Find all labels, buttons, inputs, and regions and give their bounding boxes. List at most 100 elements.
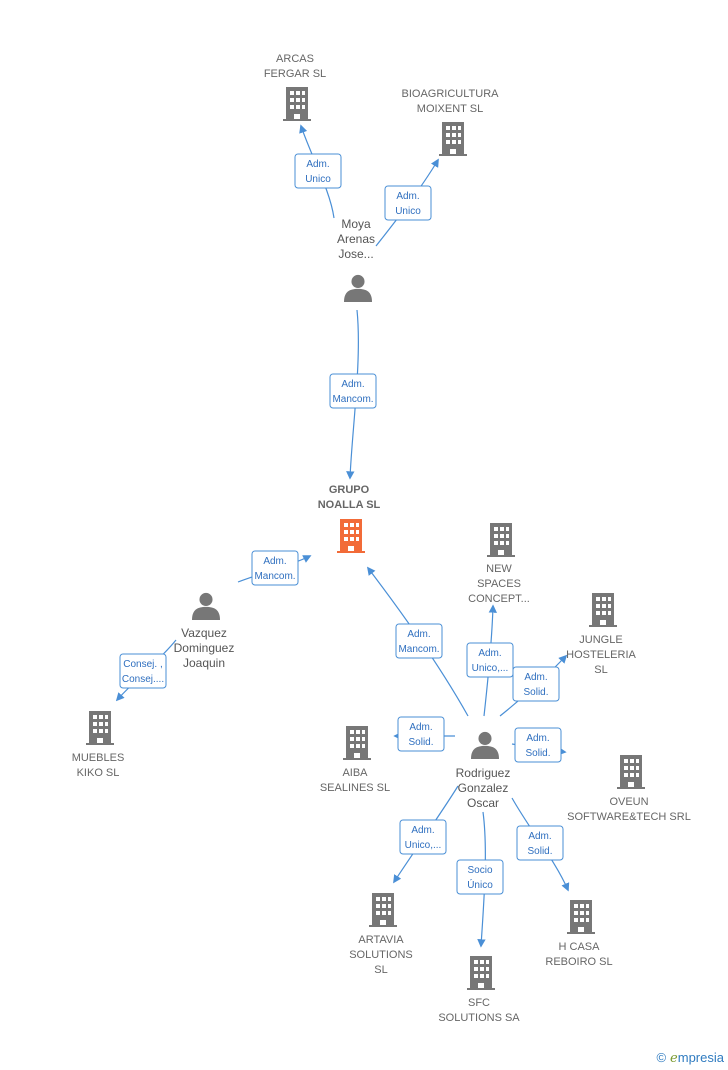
node-label-line: SL <box>374 964 387 976</box>
node-label-line: SPACES <box>477 578 521 590</box>
node-new-spaces[interactable]: NEW SPACES CONCEPT... <box>468 523 530 605</box>
relation-label-box[interactable] <box>516 825 564 861</box>
building-icon <box>467 956 495 990</box>
relation-label-box[interactable] <box>456 859 504 895</box>
relation-label-line: Adm. <box>263 556 286 567</box>
relation-label-line: Adm. <box>524 672 547 683</box>
relation-edge-rodriguez-new_spaces: Adm. Unico,... <box>466 604 514 717</box>
relation-label-box[interactable] <box>294 153 342 189</box>
node-label-line: HOSTELERIA <box>566 649 636 661</box>
node-label-line: CONCEPT... <box>468 593 530 605</box>
relation-label-line: Socio <box>467 865 492 876</box>
node-label-line: Dominguez <box>174 641 235 655</box>
person-icon <box>471 731 499 759</box>
relation-label-box[interactable] <box>466 642 514 678</box>
copyright-icon: © <box>656 1050 667 1065</box>
node-label-line: KIKO SL <box>77 767 120 779</box>
building-icon <box>86 711 114 745</box>
node-label-line: ARCAS <box>276 53 314 65</box>
node-label-line: GRUPO <box>329 484 370 496</box>
focus-company-building-icon <box>337 519 365 553</box>
relation-label-line: Mancom. <box>398 644 439 655</box>
relation-label-line: Unico <box>305 174 331 185</box>
node-label-line: Vazquez <box>181 626 227 640</box>
relation-label-line: Solid. <box>523 687 548 698</box>
building-icon <box>589 593 617 627</box>
node-label-line: NEW <box>486 563 512 575</box>
relation-label-line: Adm. <box>409 722 432 733</box>
node-label-line: SOFTWARE&TECH SRL <box>567 811 691 823</box>
relation-edge-moya-grupo: Adm. Mancom. <box>329 309 377 480</box>
relation-label-line: Consej.... <box>122 674 164 685</box>
relation-label-box[interactable] <box>399 819 447 855</box>
relation-label-line: Solid. <box>408 737 433 748</box>
node-moya[interactable]: MoyaArenasJose... <box>337 217 375 302</box>
relation-label-line: Adm. <box>396 191 419 202</box>
node-aiba[interactable]: AIBA SEALINES SL <box>320 726 390 794</box>
node-label-line: AIBA <box>342 767 368 779</box>
node-label-line: Moya <box>341 217 371 231</box>
relation-label-box[interactable] <box>329 373 377 409</box>
building-icon <box>487 523 515 557</box>
node-label-line: Oscar <box>467 796 499 810</box>
relation-label-line: Adm. <box>341 379 364 390</box>
node-label-line: MOIXENT SL <box>417 103 483 115</box>
relation-edge-rodriguez-hcasa: Adm.Solid. <box>511 797 570 892</box>
relation-edge-rodriguez-artavia: Adm. Unico,... <box>393 785 459 884</box>
node-label-line: Rodriguez <box>456 766 511 780</box>
building-icon <box>617 755 645 789</box>
empresia-logo: ©empresia <box>656 1050 724 1066</box>
relation-label-box[interactable] <box>384 185 432 221</box>
relation-label-line: Unico,... <box>472 663 509 674</box>
node-label-line: SOLUTIONS <box>349 949 413 961</box>
node-label-line: H CASA <box>559 941 601 953</box>
node-label-line: SEALINES SL <box>320 782 390 794</box>
relations-layer: Adm.UnicoAdm.UnicoAdm.Mancom.Adm.Mancom.… <box>115 124 570 948</box>
relation-label-box[interactable] <box>251 550 299 586</box>
building-icon <box>369 893 397 927</box>
node-label-line: Jose... <box>338 247 373 261</box>
relation-label-box[interactable] <box>395 623 443 659</box>
person-icon <box>192 592 220 620</box>
brand-name: mpresia <box>677 1050 724 1065</box>
relation-label-line: Adm. <box>478 648 501 659</box>
relation-label-box[interactable] <box>397 716 445 752</box>
relation-label-line: Único <box>467 878 493 891</box>
relation-label-line: Mancom. <box>254 571 295 582</box>
node-label-line: SOLUTIONS SA <box>438 1012 520 1024</box>
node-label-line: JUNGLE <box>579 634 622 646</box>
person-icon <box>344 274 372 302</box>
node-label-line: OVEUN <box>609 796 648 808</box>
relation-label-line: Mancom. <box>332 394 373 405</box>
relation-edge-moya-arcas: Adm.Unico <box>294 124 342 219</box>
building-icon <box>283 87 311 121</box>
node-artavia[interactable]: ARTAVIA SOLUTIONS SL <box>349 893 413 976</box>
relation-label-line: Solid. <box>525 748 550 759</box>
relation-label-line: Adm. <box>526 733 549 744</box>
relation-label-line: Adm. <box>407 629 430 640</box>
relation-edge-rodriguez-jungle: Adm. Solid. <box>499 654 568 717</box>
relation-label-line: Unico <box>395 206 421 217</box>
relation-label-box[interactable] <box>514 727 562 763</box>
node-label-line: Gonzalez <box>458 781 509 795</box>
node-label-line: ARTAVIA <box>358 934 404 946</box>
building-icon <box>439 122 467 156</box>
relation-label-line: Unico,... <box>405 840 442 851</box>
relation-label-line: Solid. <box>527 846 552 857</box>
relation-label-box[interactable] <box>512 666 560 702</box>
relation-label-line: Adm. <box>411 825 434 836</box>
relation-edge-moya-bioagricultura: Adm. Unico <box>375 158 439 247</box>
relation-label-box[interactable] <box>119 653 167 689</box>
node-oveun[interactable]: OVEUN SOFTWARE&TECH SRL <box>567 755 691 823</box>
